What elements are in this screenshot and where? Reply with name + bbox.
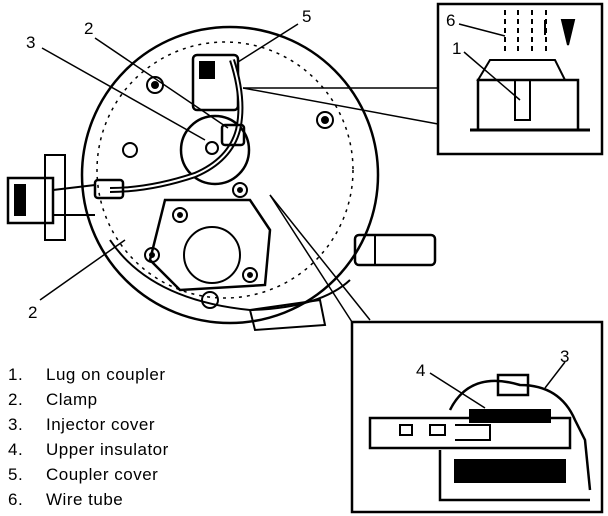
callout-clamp-top: 2 xyxy=(84,19,93,38)
inset-insulator-detail xyxy=(350,320,604,514)
legend-item: 4. Upper insulator xyxy=(8,437,169,462)
legend-label: Wire tube xyxy=(46,490,124,509)
legend-label: Coupler cover xyxy=(46,465,159,484)
callout-coupler-cover: 5 xyxy=(302,7,311,26)
legend-item: 5. Coupler cover xyxy=(8,462,169,487)
legend-number: 5. xyxy=(8,465,24,484)
legend-item: 3. Injector cover xyxy=(8,412,169,437)
legend-number: 2. xyxy=(8,390,24,409)
legend-label: Lug on coupler xyxy=(46,365,166,384)
legend-number: 6. xyxy=(8,490,24,509)
legend-number: 4. xyxy=(8,440,24,459)
callout-lug: 1 xyxy=(452,39,461,58)
callout-injector-cover: 3 xyxy=(26,33,35,52)
legend-item: 1. Lug on coupler xyxy=(8,362,169,387)
callout-upper-insulator: 4 xyxy=(416,361,425,380)
leader-lines xyxy=(39,23,439,323)
legend-item: 2. Clamp xyxy=(8,387,169,412)
callout-wire-tube: 6 xyxy=(446,11,455,30)
inset-coupler-detail xyxy=(436,2,604,156)
callout-clamp-bottom: 2 xyxy=(28,303,37,322)
legend-number: 3. xyxy=(8,415,24,434)
callout-inset-injector-cover: 3 xyxy=(560,347,569,366)
legend-number: 1. xyxy=(8,365,24,384)
legend-label: Upper insulator xyxy=(46,440,169,459)
throttle-body-drawing xyxy=(6,25,437,332)
legend-label: Clamp xyxy=(46,390,98,409)
legend-label: Injector cover xyxy=(46,415,156,434)
callout-labels: 2 3 5 2 6 1 4 3 xyxy=(26,7,569,380)
parts-legend: 1. Lug on coupler 2. Clamp 3. Injector cove… xyxy=(8,362,169,512)
legend-item: 6. Wire tube xyxy=(8,487,169,512)
